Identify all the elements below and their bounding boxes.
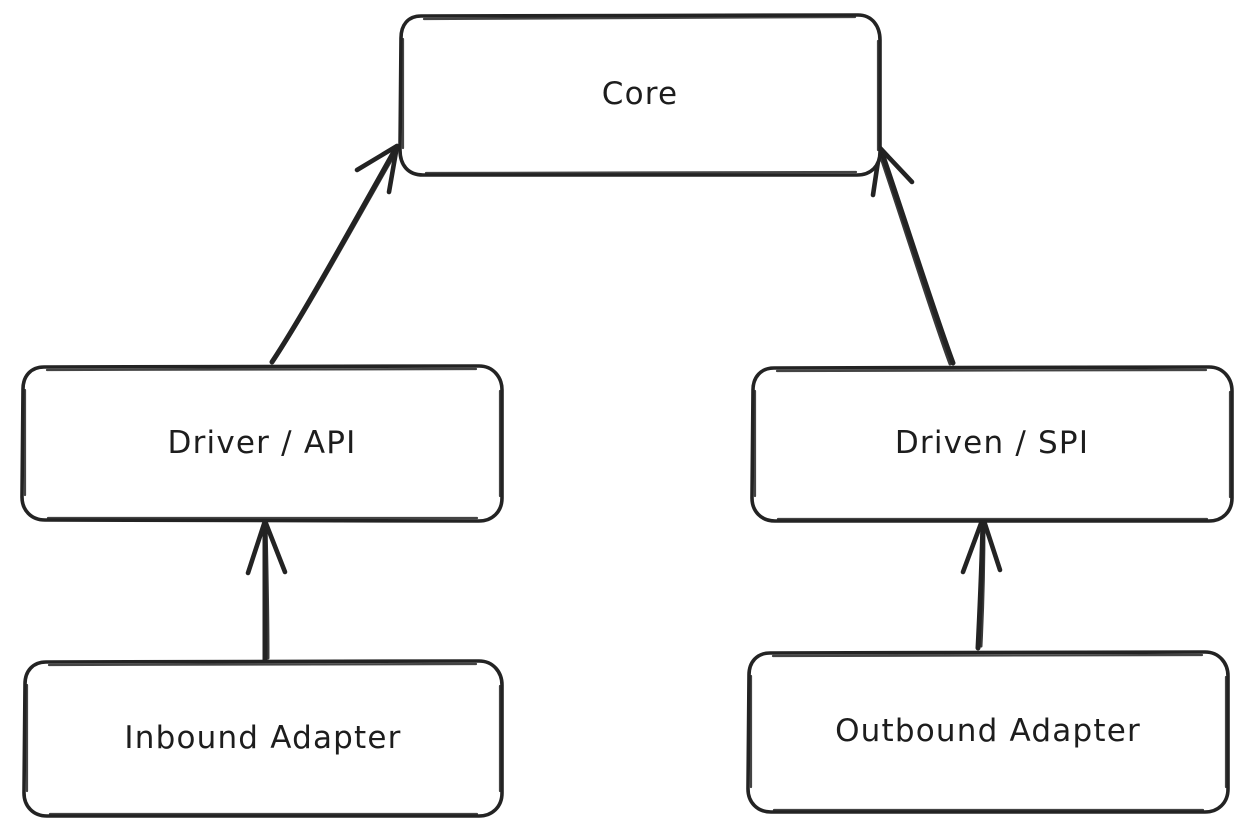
node-driven-spi[interactable] [750, 365, 1234, 523]
edge-driver-to-core-line-sketch [272, 148, 399, 362]
edge-driven-to-core-line-sketch [877, 150, 952, 366]
edge-driver-to-core-arrowhead-barb-left [354, 143, 400, 173]
node-core-shape [398, 13, 882, 177]
node-core[interactable] [398, 13, 882, 177]
edge-driver-to-core-line [269, 145, 399, 365]
node-driven-spi-shape-sketch [753, 368, 1232, 521]
edge-outbound-to-driven-arrowhead-barb-left [960, 515, 986, 575]
node-driver-api-shape-sketch [23, 367, 502, 520]
node-inbound-adapter[interactable] [22, 659, 504, 818]
edge-inbound-to-driver-line-sketch [264, 522, 270, 660]
edge-driven-to-core [870, 145, 956, 366]
edge-outbound-to-driven-line-sketch [979, 519, 986, 648]
edge-driven-to-core-arrowhead-barb-right [877, 145, 915, 185]
edge-inbound-to-driver-arrowhead-barb-right [262, 518, 288, 575]
node-outbound-adapter-shape-sketch [749, 653, 1228, 812]
node-outbound-adapter[interactable] [746, 650, 1230, 814]
node-inbound-adapter-shape [22, 659, 504, 818]
edge-outbound-to-driven [960, 515, 1003, 651]
edge-inbound-to-driver [245, 518, 288, 663]
node-driven-spi-shape [750, 365, 1234, 523]
node-inbound-adapter-shape-sketch [25, 662, 502, 816]
node-driver-api[interactable] [20, 364, 504, 523]
edge-driven-to-core-line [878, 147, 956, 366]
edge-inbound-to-driver-arrowhead-barb-left [245, 518, 268, 576]
node-core-shape-sketch [401, 15, 880, 175]
edge-outbound-to-driven-arrowhead-barb-right [980, 515, 1003, 573]
node-outbound-adapter-shape [746, 650, 1230, 814]
edge-driver-to-core [269, 143, 400, 365]
edge-driver-to-core-arrowhead-barb-right [386, 143, 400, 195]
node-driver-api-shape [20, 364, 504, 523]
